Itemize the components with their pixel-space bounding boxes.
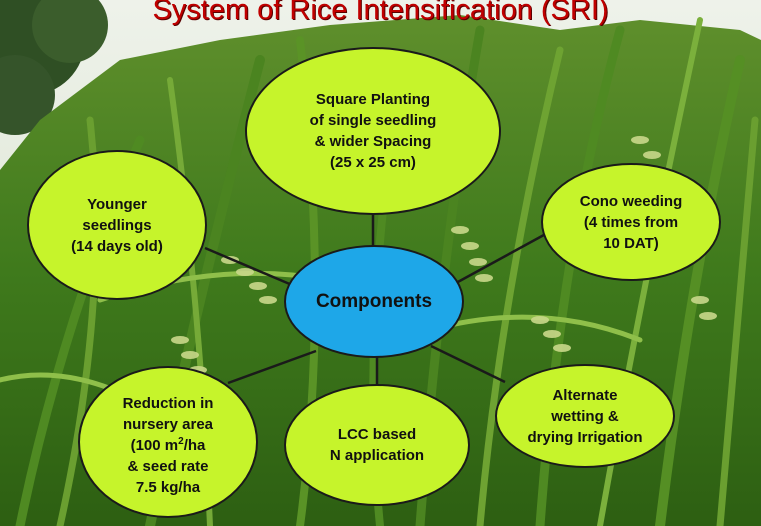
diagram-title: System of Rice Intensification (SRI) bbox=[152, 0, 609, 26]
components-center-node: Components bbox=[284, 245, 464, 358]
connector-bottom-left bbox=[227, 349, 317, 385]
component-cono-weeding: Cono weeding (4 times from 10 DAT) bbox=[541, 163, 721, 281]
component-lcc-based: LCC based N application bbox=[284, 384, 470, 506]
component-square-planting: Square Planting of single seedling & wid… bbox=[245, 47, 501, 215]
component-younger-seedlings: Younger seedlings (14 days old) bbox=[27, 150, 207, 300]
connector-left bbox=[204, 246, 293, 287]
component-alternate-wetting: Alternate wetting & drying Irrigation bbox=[495, 364, 675, 468]
connector-right bbox=[455, 228, 554, 285]
component-reduction-nursery: Reduction in nursery area (100 m2/ha & s… bbox=[78, 366, 258, 518]
connector-bottom-right bbox=[430, 344, 506, 384]
